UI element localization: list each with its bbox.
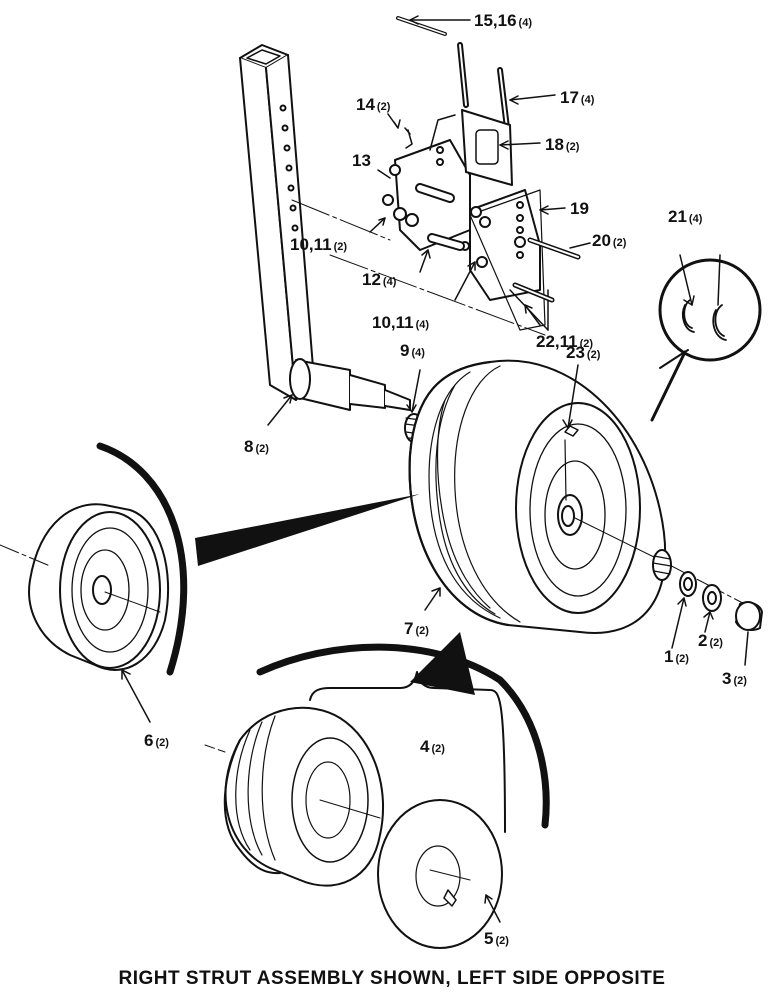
callout-labels: 15,16(4) 17(4) 14(2) 18(2) 13 19 21(4) 10,11(2)… (144, 11, 747, 948)
u-bolts (396, 16, 513, 186)
rim-detail (0, 442, 420, 676)
callout-3[interactable]: 3(2) (722, 669, 747, 688)
callout-12[interactable]: 12(4) (362, 270, 397, 289)
callout-19[interactable]: 19 (570, 199, 589, 218)
callout-6[interactable]: 6(2) (144, 731, 169, 750)
callout-9[interactable]: 9(4) (400, 341, 425, 360)
callout-15[interactable]: 15,16(4) (474, 11, 532, 30)
callout-17[interactable]: 17(4) (560, 88, 595, 107)
detail-circle-21 (650, 258, 762, 422)
callout-1[interactable]: 1(2) (664, 647, 689, 666)
callout-5[interactable]: 5(2) (484, 929, 509, 948)
callout-22[interactable]: 22,11(2) (536, 332, 593, 351)
wheel-assembly (408, 359, 667, 634)
callout-7[interactable]: 7(2) (404, 619, 429, 638)
figure-caption: RIGHT STRUT ASSEMBLY SHOWN, LEFT SIDE OP… (118, 968, 666, 989)
spindle (289, 358, 411, 411)
callout-13[interactable]: 13 (352, 151, 371, 170)
callout-10b[interactable]: 10,11(4) (372, 313, 429, 332)
callout-8[interactable]: 8(2) (244, 437, 269, 456)
callout-20[interactable]: 20(2) (592, 231, 627, 250)
callout-2[interactable]: 2(2) (698, 631, 723, 650)
callout-23[interactable]: 23(2) (566, 343, 601, 362)
hub-hardware (652, 549, 763, 631)
callout-10a[interactable]: 10,11(2) (290, 235, 347, 254)
callout-21[interactable]: 21(4) (668, 207, 703, 226)
strut-tube (239, 44, 315, 401)
tire-detail (204, 632, 550, 949)
callout-14[interactable]: 14(2) (356, 95, 391, 114)
callout-4[interactable]: 4(2) (420, 737, 445, 756)
callout-18[interactable]: 18(2) (545, 135, 580, 154)
leader-lines[interactable] (121, 15, 749, 923)
